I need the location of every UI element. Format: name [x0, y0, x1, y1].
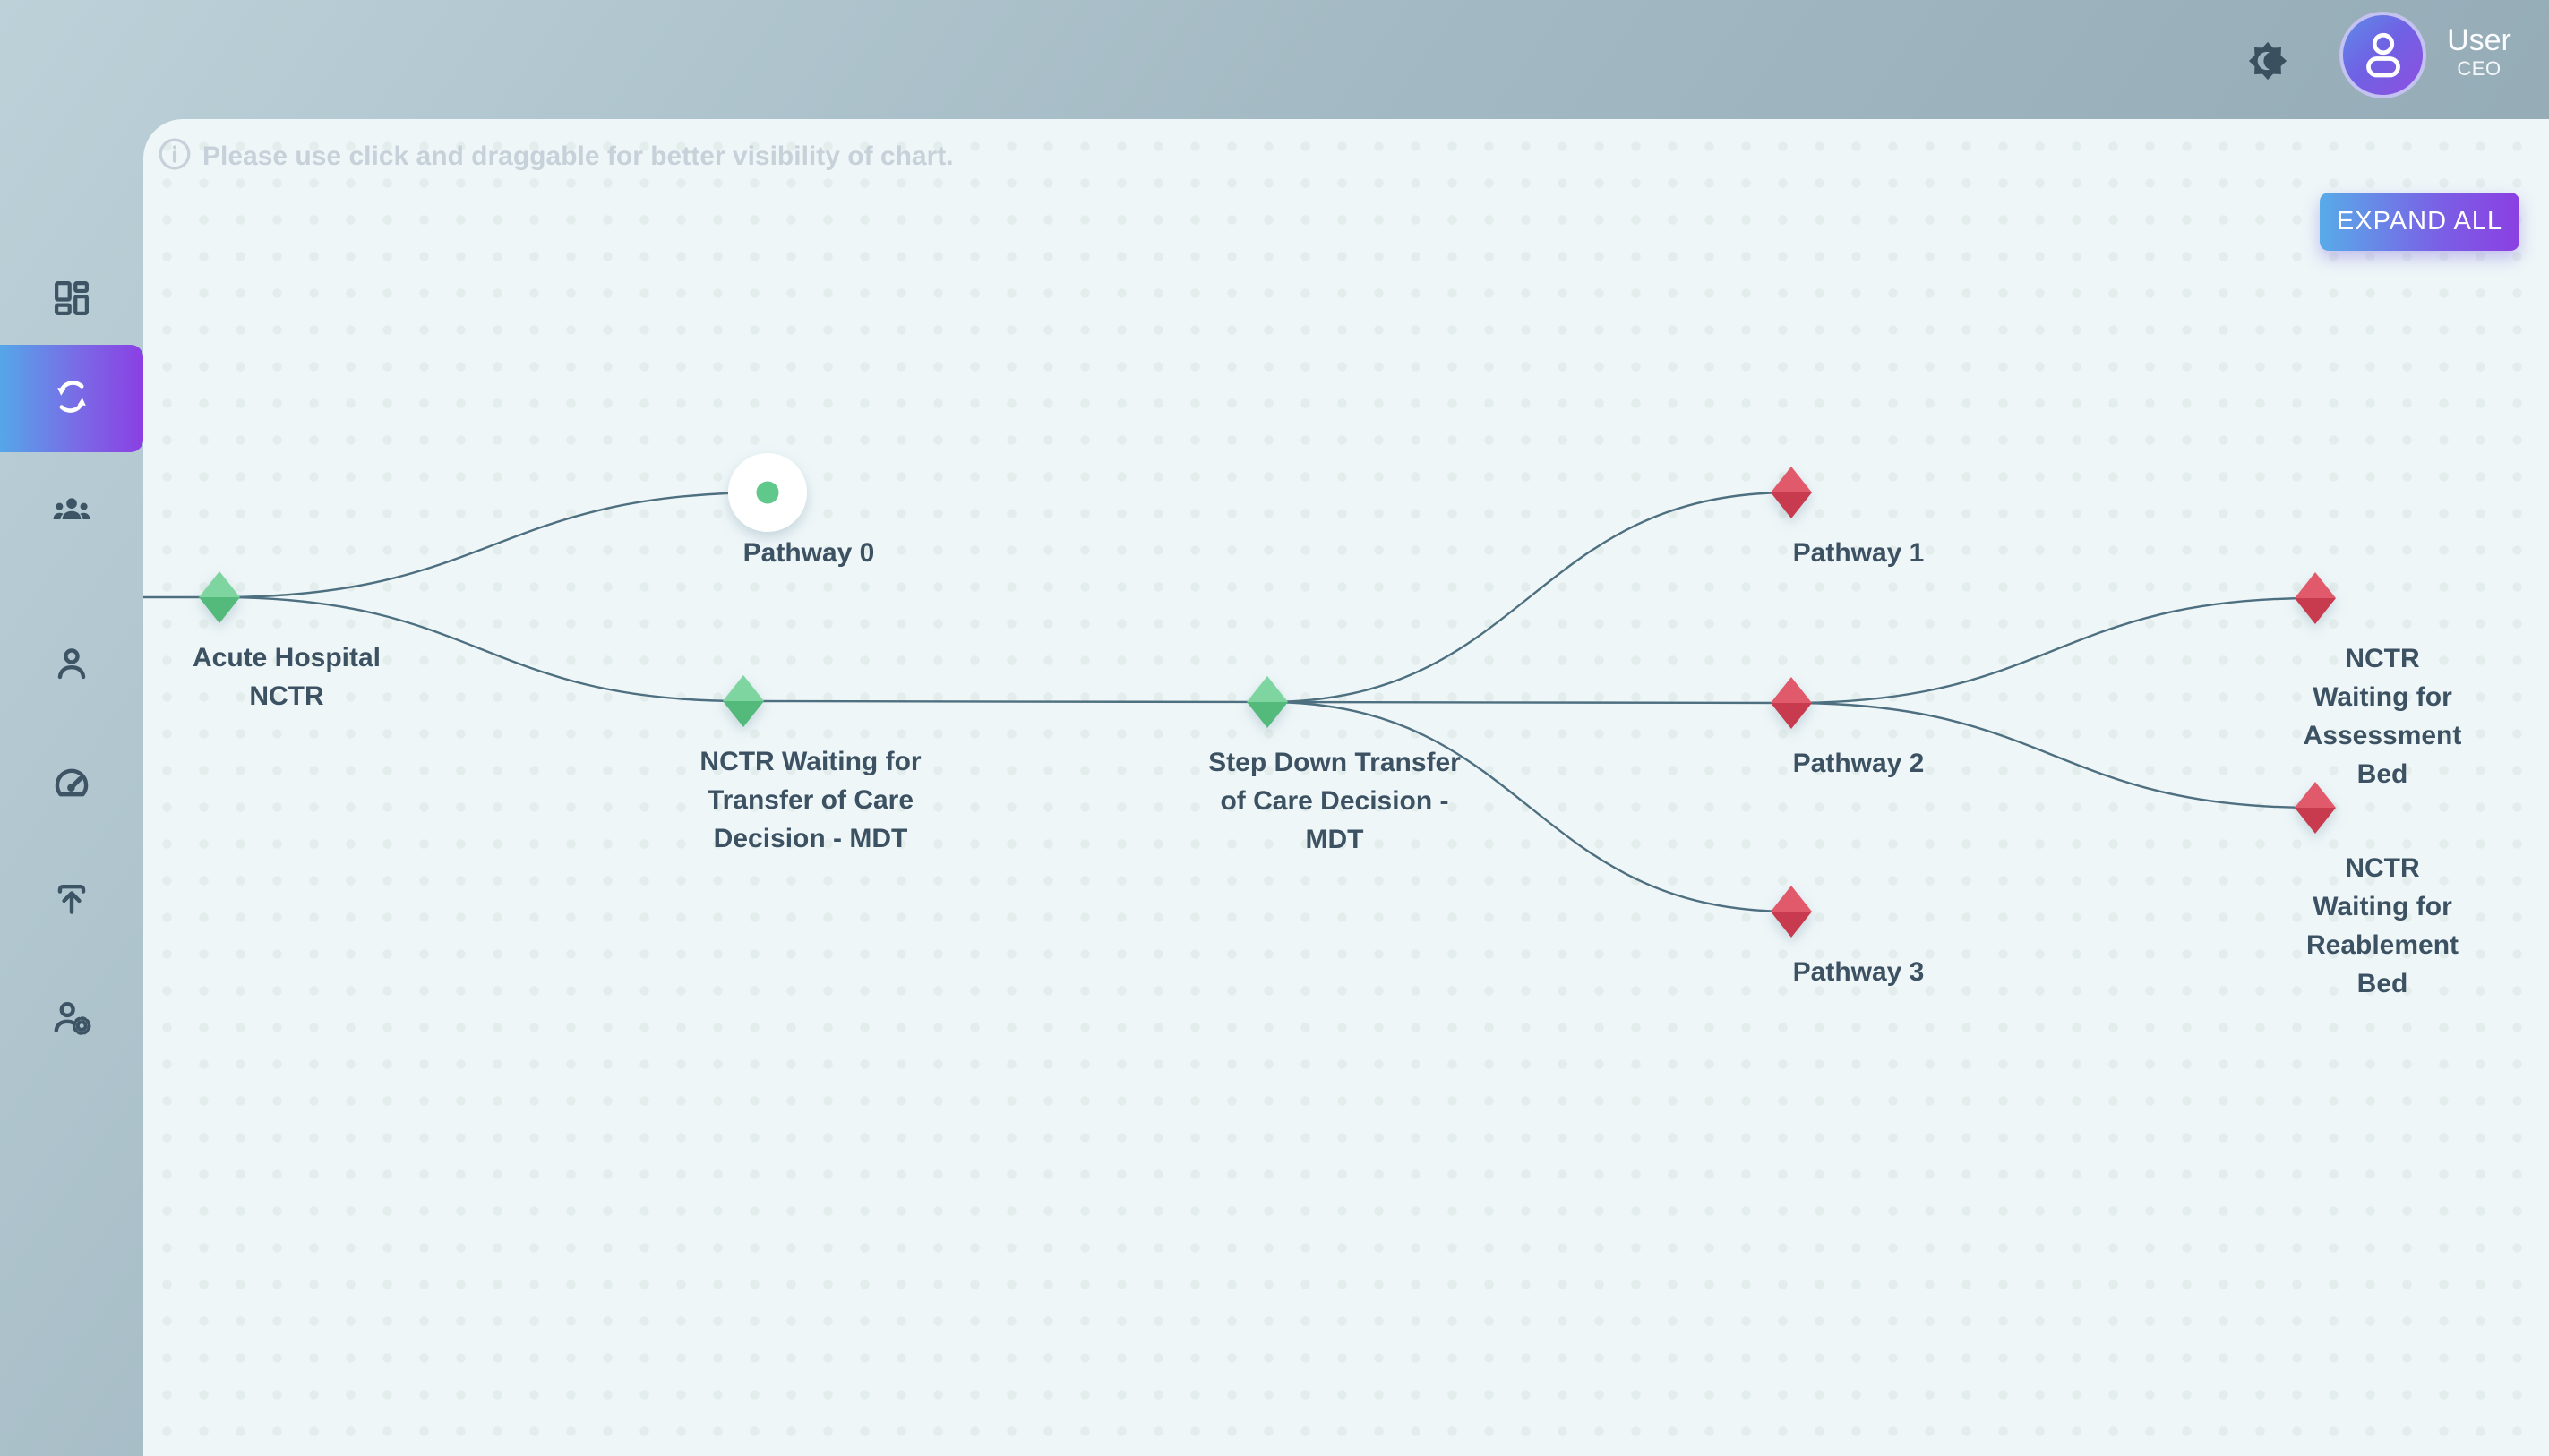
- sidebar-item-dashboard[interactable]: [0, 246, 143, 354]
- upload-icon: [51, 878, 92, 924]
- edge-step-down-transfer--pathway-1: [1266, 491, 1792, 704]
- chart-notice-text: Please use click and draggable for bette…: [202, 141, 954, 171]
- person-icon: [51, 643, 92, 689]
- node-step-down-transfer[interactable]: [1247, 676, 1288, 728]
- node-pathway-0[interactable]: [728, 453, 807, 532]
- user-info: User CEO: [2434, 23, 2524, 81]
- theme-toggle-button[interactable]: [2247, 40, 2288, 81]
- people-group-icon: [50, 490, 93, 537]
- node-pathway-2[interactable]: [1771, 677, 1812, 729]
- sidebar-item-user-settings[interactable]: [0, 965, 143, 1073]
- node-acute-hospital-nctr[interactable]: [199, 571, 240, 623]
- user-role: CEO: [2457, 57, 2502, 80]
- sidebar-item-upload[interactable]: [0, 847, 143, 955]
- diagram-canvas[interactable]: [143, 119, 2549, 1456]
- sidebar-item-sync[interactable]: [0, 345, 143, 452]
- edge-pathway-2--nctr-waiting-reablement-bed: [1790, 701, 2316, 809]
- sidebar: [0, 119, 143, 1456]
- sidebar-item-profile[interactable]: [0, 612, 143, 719]
- user-name: User: [2447, 23, 2511, 57]
- sync-arrows-icon: [50, 375, 93, 423]
- user-avatar-icon: [2356, 26, 2410, 84]
- chart-notice: Please use click and draggable for bette…: [158, 137, 954, 176]
- topbar: User CEO: [0, 0, 2549, 119]
- dashboard-grid-icon: [51, 278, 92, 323]
- expand-all-button[interactable]: EXPAND ALL: [2320, 193, 2519, 251]
- info-icon: [158, 137, 192, 176]
- edge-nctr-waiting-transfer--step-down-transfer: [742, 699, 1268, 704]
- sun-moon-icon: [2247, 41, 2288, 84]
- user-avatar[interactable]: [2339, 12, 2426, 98]
- edge-acute-hospital-nctr--nctr-waiting-transfer: [219, 595, 744, 703]
- node-nctr-waiting-transfer[interactable]: [723, 675, 764, 727]
- edge-pathway-2--nctr-waiting-assessment-bed: [1790, 596, 2316, 705]
- edge-step-down-transfer--pathway-3: [1266, 700, 1792, 913]
- user-gear-icon: [50, 996, 93, 1043]
- node-pathway-3[interactable]: [1771, 886, 1812, 938]
- sidebar-item-performance[interactable]: [0, 732, 143, 840]
- node-nctr-waiting-assessment-bed[interactable]: [2295, 572, 2336, 624]
- node-nctr-waiting-reablement-bed[interactable]: [2295, 782, 2336, 834]
- gauge-icon: [51, 764, 92, 809]
- edge-step-down-transfer--pathway-2: [1266, 700, 1792, 705]
- node-pathway-1[interactable]: [1771, 467, 1812, 518]
- edge-acute-hospital-nctr--pathway-0: [219, 491, 768, 599]
- sidebar-item-team[interactable]: [0, 459, 143, 567]
